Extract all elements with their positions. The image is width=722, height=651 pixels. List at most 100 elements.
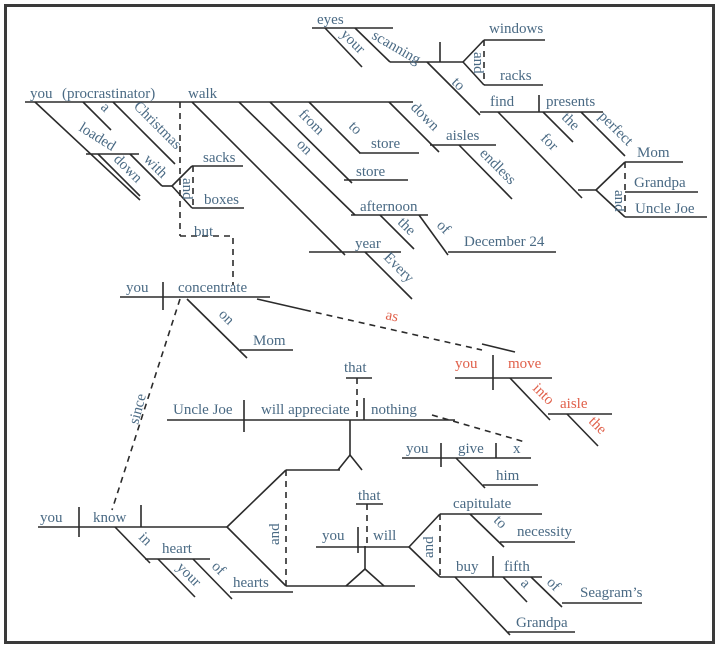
word-and-3: and bbox=[611, 190, 627, 212]
fork-down-3 bbox=[595, 189, 626, 218]
word-will-appreciate: will appreciate bbox=[261, 402, 350, 418]
word-fifth: fifth bbox=[504, 559, 530, 575]
word-and-1: and bbox=[179, 178, 195, 200]
mod-line-your-2 bbox=[157, 558, 196, 598]
word-down: down bbox=[110, 152, 145, 187]
fork-up-2 bbox=[462, 39, 485, 63]
word-and-4: and bbox=[267, 523, 283, 545]
word-december: December 24 bbox=[464, 234, 545, 250]
word-unclejoe-2: Uncle Joe bbox=[173, 402, 233, 418]
word-your-2: your bbox=[173, 560, 204, 591]
mod-line-on-2 bbox=[186, 298, 248, 359]
word-subject-you: you bbox=[30, 86, 53, 102]
word-into: into bbox=[529, 381, 557, 409]
mod-line-to bbox=[308, 101, 361, 154]
word-since: since bbox=[126, 392, 150, 426]
word-to-3: to bbox=[490, 513, 510, 533]
word-afternoon: afternoon bbox=[360, 199, 418, 215]
word-perfect: perfect bbox=[595, 109, 636, 150]
fork-up-4 bbox=[226, 469, 287, 528]
word-concentrate: concentrate bbox=[178, 280, 247, 296]
mod-line-every bbox=[364, 251, 413, 300]
word-buy: buy bbox=[456, 559, 479, 575]
word-of-2: of bbox=[208, 559, 228, 579]
word-heart: heart bbox=[162, 541, 193, 557]
mod-line-on bbox=[238, 101, 356, 216]
mod-line-him bbox=[455, 457, 486, 489]
word-for: for bbox=[537, 131, 561, 155]
word-him: him bbox=[496, 468, 520, 484]
word-but: but bbox=[194, 224, 214, 240]
word-you-2: you bbox=[126, 280, 149, 296]
word-to-2: to bbox=[448, 75, 468, 95]
word-mom: Mom bbox=[637, 145, 670, 161]
word-down-2: down bbox=[407, 100, 442, 135]
mod-line-into bbox=[509, 377, 551, 421]
fork-up-5 bbox=[408, 513, 441, 548]
fork-down-5 bbox=[408, 546, 441, 578]
fork-up-3 bbox=[595, 161, 626, 191]
word-eyes: eyes bbox=[317, 12, 344, 28]
diagram-lines bbox=[25, 27, 707, 636]
mod-line-the-3 bbox=[542, 111, 574, 143]
as-dash bbox=[304, 309, 483, 351]
but-dash bbox=[180, 235, 234, 285]
word-in: in bbox=[135, 530, 155, 550]
word-seagrams: Seagram’s bbox=[580, 585, 643, 601]
mod-line-in bbox=[114, 526, 151, 564]
word-windows: windows bbox=[489, 21, 543, 37]
mod-line-a-2 bbox=[502, 576, 528, 603]
word-on-2: on bbox=[215, 307, 237, 329]
word-know: know bbox=[93, 510, 127, 526]
word-mom-2: Mom bbox=[253, 333, 286, 349]
mod-line-your bbox=[324, 27, 363, 68]
word-capitulate: capitulate bbox=[453, 496, 512, 512]
word-presents: presents bbox=[546, 94, 595, 110]
word-the-red: the bbox=[585, 414, 610, 439]
mod-line-a bbox=[82, 101, 112, 131]
word-move: move bbox=[508, 356, 542, 372]
word-necessity: necessity bbox=[517, 524, 572, 540]
word-sacks: sacks bbox=[203, 150, 236, 166]
fork-down-2 bbox=[462, 61, 485, 86]
word-your: your bbox=[337, 27, 368, 58]
fork-down-4 bbox=[226, 526, 287, 587]
word-loaded: loaded bbox=[76, 120, 119, 155]
mod-line-to-3 bbox=[469, 513, 505, 548]
infinitive-line bbox=[426, 61, 481, 116]
word-of: of bbox=[433, 218, 453, 238]
word-store-2: store bbox=[356, 164, 386, 180]
word-grandpa: Grandpa bbox=[634, 175, 686, 191]
word-every: Every bbox=[380, 250, 417, 287]
word-you-4: you bbox=[406, 441, 429, 457]
word-on: on bbox=[293, 137, 315, 159]
mod-line-christmas bbox=[112, 101, 176, 165]
as-line-end bbox=[481, 343, 516, 353]
word-nothing: nothing bbox=[371, 402, 417, 418]
word-give: give bbox=[458, 441, 484, 457]
mod-line-with bbox=[129, 153, 163, 187]
word-the-2: the bbox=[394, 215, 419, 240]
mod-line-from bbox=[269, 101, 353, 184]
nothing-relative-dash bbox=[431, 414, 526, 443]
word-boxes: boxes bbox=[204, 192, 239, 208]
mod-line-the-red bbox=[566, 413, 599, 447]
word-from: from bbox=[295, 107, 327, 139]
word-a-2: a bbox=[517, 576, 533, 592]
mod-line-loaded bbox=[34, 101, 141, 201]
word-to: to bbox=[345, 119, 365, 139]
word-that-2: that bbox=[358, 488, 381, 504]
mod-line-the-2 bbox=[379, 214, 415, 250]
since-dash bbox=[111, 298, 181, 511]
mod-line-for bbox=[497, 111, 583, 199]
word-hearts: hearts bbox=[233, 575, 269, 591]
word-you-red: you bbox=[455, 356, 478, 372]
word-you-5: you bbox=[322, 528, 345, 544]
word-store-1: store bbox=[371, 136, 401, 152]
mod-line-grandpa bbox=[454, 576, 511, 636]
pedestal-1-triangle bbox=[337, 453, 363, 471]
word-as: as bbox=[384, 307, 400, 325]
word-x: x bbox=[513, 441, 521, 457]
